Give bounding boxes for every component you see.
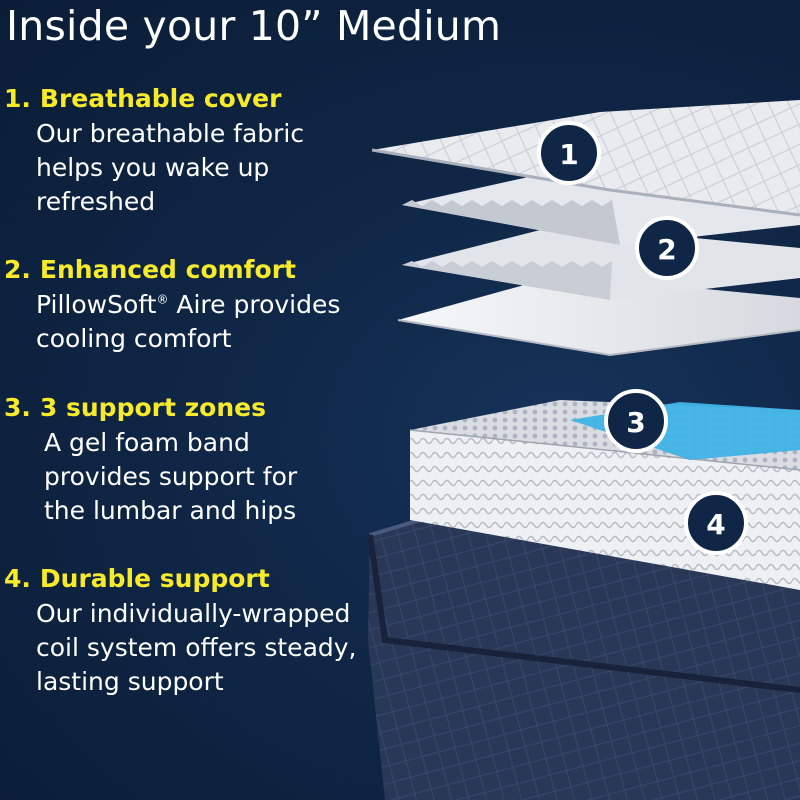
feature-heading: 4. Durable support (4, 564, 357, 593)
badge-4: 4 (684, 491, 748, 555)
feature-support-zones: 3. 3 support zones A gel foam band provid… (4, 393, 297, 528)
feature-title: 3 support zones (39, 393, 266, 422)
badge-2: 2 (635, 216, 699, 280)
svg-text:2: 2 (657, 233, 676, 266)
feature-description: Our individually-wrapped coil system off… (36, 599, 357, 696)
feature-number: 1. (4, 84, 31, 113)
feature-enhanced-comfort: 2. Enhanced comfort PillowSoft® Aire prov… (4, 255, 340, 356)
feature-heading: 2. Enhanced comfort (4, 255, 340, 284)
feature-title: Enhanced comfort (39, 255, 296, 284)
feature-breathable-cover: 1. Breathable cover Our breathable fabric… (4, 84, 304, 219)
feature-description: Our breathable fabric helps you wake up … (36, 119, 305, 216)
feature-number: 4. (4, 564, 31, 593)
feature-title: Breathable cover (39, 84, 282, 113)
page-title: Inside your 10” Medium (6, 2, 502, 50)
badge-3: 3 (604, 389, 668, 453)
feature-number: 3. (4, 393, 31, 422)
comfort-layers (397, 170, 800, 357)
feature-number: 2. (4, 255, 31, 284)
feature-heading: 1. Breathable cover (4, 84, 304, 113)
feature-durable-support: 4. Durable support Our individually-wrapp… (4, 564, 357, 699)
description-rest: Aire provides cooling comfort (36, 290, 341, 353)
feature-description: PillowSoft® Aire provides cooling comfor… (36, 288, 340, 356)
svg-text:4: 4 (706, 508, 725, 541)
brand-name: PillowSoft (36, 290, 157, 319)
badge-1: 1 (537, 121, 601, 185)
svg-text:1: 1 (559, 138, 578, 171)
feature-description: A gel foam band provides support for the… (44, 428, 298, 525)
feature-heading: 3. 3 support zones (4, 393, 297, 422)
feature-title: Durable support (39, 564, 270, 593)
svg-text:3: 3 (626, 406, 645, 439)
registered-mark: ® (156, 292, 169, 307)
